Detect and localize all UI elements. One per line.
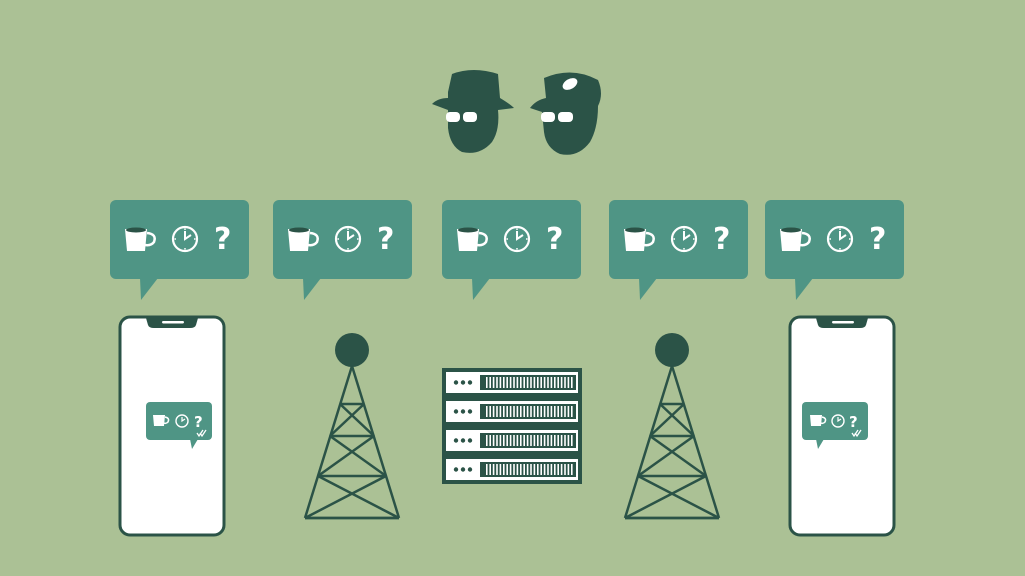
speech-bubble: ?	[110, 200, 249, 300]
clock-icon	[171, 225, 199, 253]
coffee-cup-icon	[288, 227, 319, 251]
question-mark-icon: ?	[713, 222, 730, 257]
coffee-cup-icon	[780, 227, 811, 251]
clock-icon	[175, 414, 189, 428]
clock-icon	[670, 225, 698, 253]
server-unit	[446, 430, 578, 451]
phone-message-bubble: ?	[802, 402, 868, 449]
double-check-icon	[196, 429, 207, 438]
server-rack	[442, 368, 582, 484]
coffee-cup-icon	[810, 415, 827, 426]
phone-message-bubble: ?	[146, 402, 212, 449]
question-mark-icon: ?	[869, 222, 886, 257]
speech-bubble: ?	[609, 200, 748, 300]
smartphone-sender: ?	[118, 315, 226, 537]
spy-cap-icon	[530, 72, 601, 155]
cell-tower	[303, 333, 401, 520]
server-unit	[446, 401, 578, 422]
question-mark-icon: ?	[849, 413, 858, 431]
speech-bubble: ?	[765, 200, 904, 300]
intercepted-message-bubbles: ?????	[110, 200, 904, 300]
server-unit	[446, 372, 578, 393]
speech-bubble: ?	[442, 200, 581, 300]
double-check-icon	[851, 429, 862, 438]
cell-tower	[623, 333, 721, 520]
question-mark-icon: ?	[214, 222, 231, 257]
clock-icon	[831, 414, 845, 428]
clock-icon	[503, 225, 531, 253]
clock-icon	[334, 225, 362, 253]
question-mark-icon: ?	[546, 222, 563, 257]
speech-bubble: ?	[273, 200, 412, 300]
coffee-cup-icon	[624, 227, 655, 251]
coffee-cup-icon	[153, 415, 170, 426]
clock-icon	[826, 225, 854, 253]
coffee-cup-icon	[125, 227, 156, 251]
smartphone-receiver: ?	[788, 315, 896, 537]
question-mark-icon: ?	[194, 413, 203, 431]
server-unit	[446, 459, 578, 480]
spy-fedora-icon	[432, 70, 514, 153]
coffee-cup-icon	[457, 227, 488, 251]
question-mark-icon: ?	[377, 222, 394, 257]
